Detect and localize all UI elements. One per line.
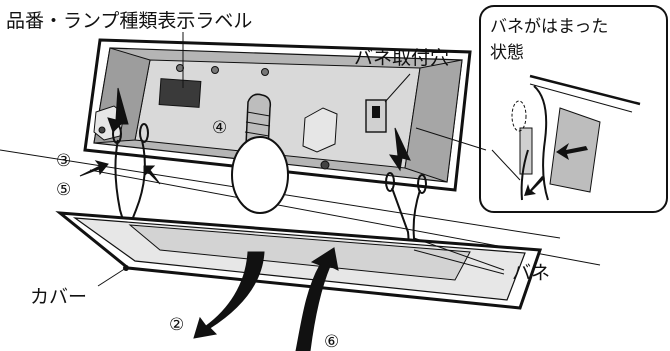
- step-2: ②: [169, 315, 184, 335]
- lamp-type-label-sticker: [158, 78, 202, 108]
- inset-caption-line2: 状態: [490, 43, 524, 63]
- spring-text: バネ: [512, 262, 550, 284]
- inset-detail: [479, 5, 668, 213]
- cover-text: カバー: [30, 286, 87, 308]
- step-5: ⑤: [56, 180, 71, 200]
- step-3: ③: [56, 151, 71, 171]
- sockets: [93, 105, 338, 153]
- lamp-label-text: 品番・ランプ種類表示ラベル: [6, 10, 252, 32]
- inset-caption-line1: バネがはまった: [490, 17, 608, 37]
- cover-plate: [55, 211, 543, 310]
- leader-lines: [97, 32, 505, 287]
- arrow-2: [193, 251, 265, 339]
- spring-hole-text: バネ取付穴: [354, 47, 449, 69]
- led-bulb: [231, 93, 289, 214]
- action-arrows: [79, 87, 411, 351]
- step-6: ⑥: [324, 332, 339, 351]
- step-4: ④: [212, 118, 227, 138]
- spring-hole: [365, 99, 387, 133]
- arrow-6: [295, 247, 339, 351]
